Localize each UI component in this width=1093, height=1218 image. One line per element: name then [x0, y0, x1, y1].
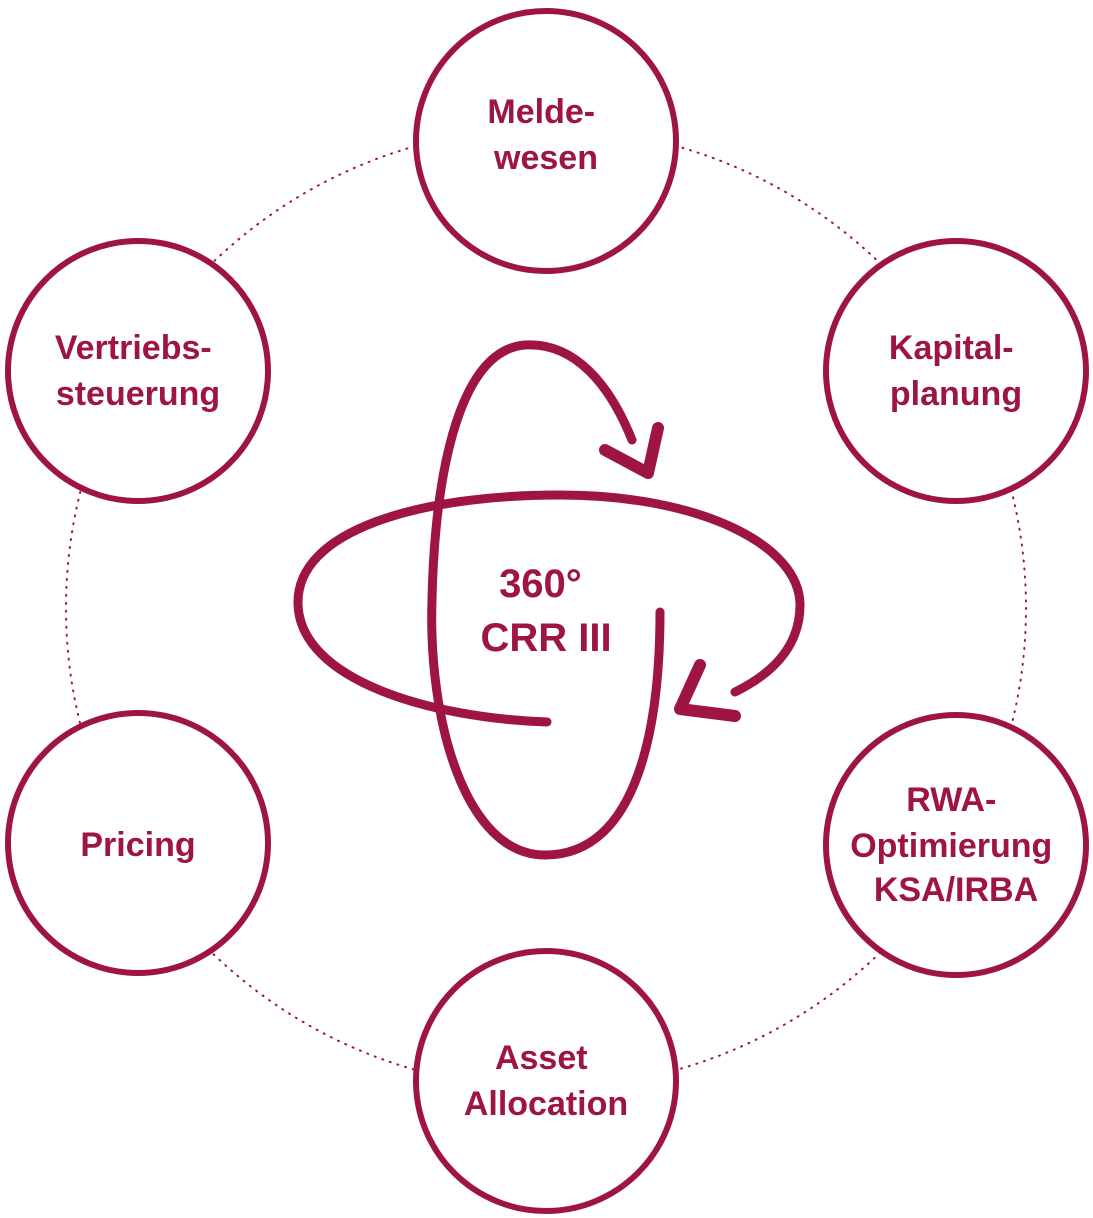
center-title: 360° CRR III [480, 562, 611, 660]
node-kapitalplanung: Kapital- planung [823, 238, 1089, 504]
node-label: Melde- wesen [487, 93, 604, 177]
node-label: Kapital- planung [889, 329, 1023, 413]
node-label-line: Kapital- [889, 329, 1014, 367]
node-label-line: Optimierung [850, 827, 1052, 865]
node-label-line: planung [890, 375, 1022, 413]
node-label: Asset Allocation [464, 1039, 628, 1123]
node-label: Vertriebs- steuerung [55, 329, 221, 413]
node-label-line: Allocation [464, 1085, 628, 1123]
center-line: CRR III [480, 616, 611, 660]
node-label-line: wesen [493, 139, 598, 177]
node-label: RWA- Optimierung KSA/IRBA [850, 781, 1062, 909]
horizontal-orbit-arrow-icon [293, 490, 805, 727]
node-label-line: Melde- [487, 93, 595, 131]
node-label-line: Pricing [80, 826, 195, 864]
node-label: Pricing [80, 826, 195, 864]
node-vertriebssteuerung: Vertriebs- steuerung [5, 238, 271, 504]
node-label-line: steuerung [56, 375, 220, 413]
node-asset-allocation: Asset Allocation [413, 948, 679, 1214]
vertical-orbit-arrow-icon [427, 340, 665, 860]
node-rwa-optimierung: RWA- Optimierung KSA/IRBA [823, 712, 1089, 978]
node-label-line: Vertriebs- [55, 329, 212, 367]
node-meldewesen: Melde- wesen [413, 8, 679, 274]
node-pricing: Pricing [5, 710, 271, 976]
node-label-line: Asset [495, 1039, 588, 1077]
node-label-line: RWA- [906, 781, 996, 819]
center-line: 360° [499, 562, 582, 606]
node-label-line: KSA/IRBA [874, 871, 1038, 909]
